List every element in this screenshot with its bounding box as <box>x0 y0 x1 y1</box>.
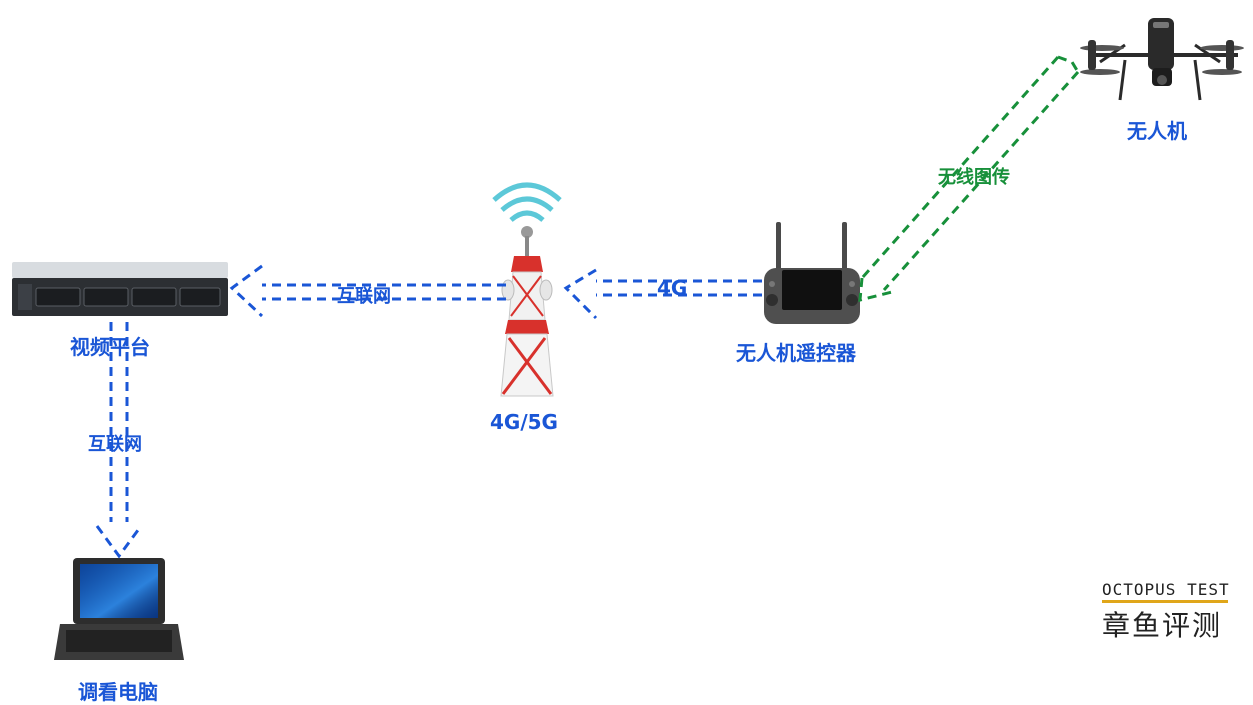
server-image <box>12 262 228 316</box>
internet-link-label-vertical: 互联网 <box>88 434 142 455</box>
remote-controller-label: 无人机遥控器 <box>736 341 856 365</box>
cell-tower-image <box>492 182 562 397</box>
internet-link-label-horizontal: 互联网 <box>337 286 391 307</box>
logo-divider <box>1102 600 1228 603</box>
drone-image <box>1080 18 1244 101</box>
cellular-link-arrow <box>563 268 762 320</box>
wireless-link-arrow <box>858 55 1080 302</box>
cellular-link-label: 4G <box>657 276 688 300</box>
viewing-pc-label: 调看电脑 <box>78 680 158 704</box>
tower-label: 4G/5G <box>490 410 558 434</box>
logo-text-cn: 章鱼评测 <box>1102 609 1223 642</box>
internet-link-arrow-horizontal <box>229 264 506 318</box>
wireless-link-label: 无线图传 <box>938 167 1010 188</box>
laptop-image <box>54 558 184 660</box>
video-platform-label: 视频平台 <box>70 335 150 359</box>
logo-text-en: OCTOPUS TEST <box>1102 580 1230 599</box>
drone-label: 无人机 <box>1127 119 1187 143</box>
internet-link-arrow-vertical <box>95 322 143 559</box>
remote-controller-image <box>764 222 860 324</box>
